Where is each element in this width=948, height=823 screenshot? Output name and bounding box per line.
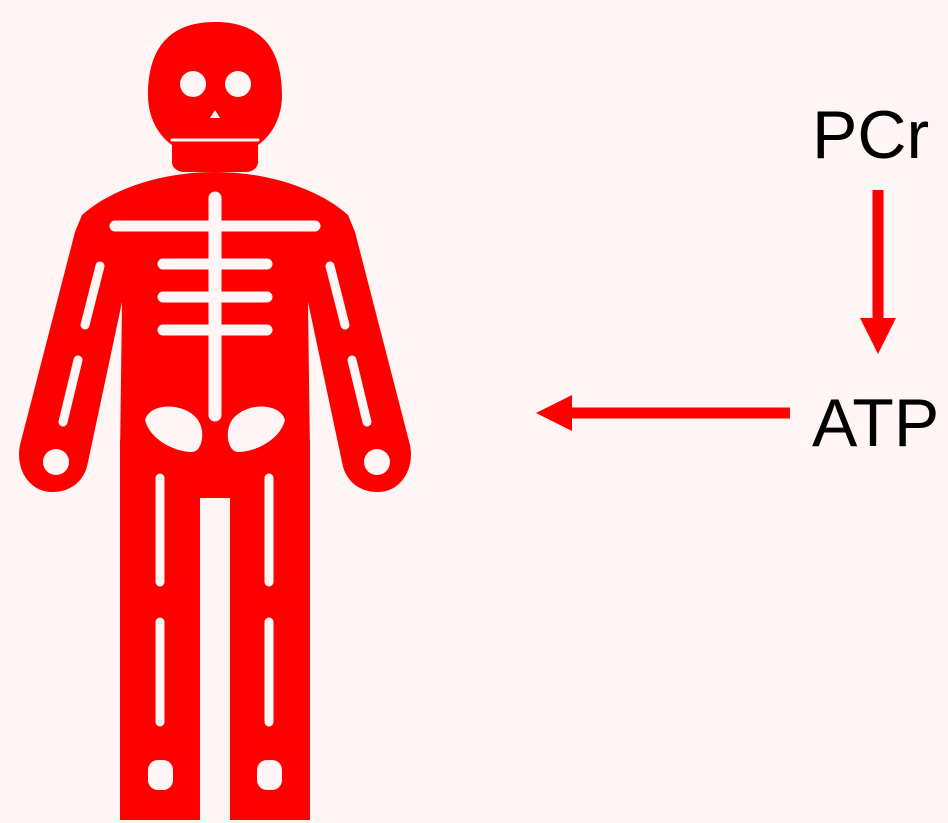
eye-right [225, 71, 251, 97]
label-atp: ATP [812, 385, 939, 461]
foot-right [257, 760, 282, 790]
eye-left [180, 71, 206, 97]
hand-right [364, 449, 390, 475]
foot-left [148, 760, 173, 790]
hand-left [43, 449, 69, 475]
label-pcr: PCr [812, 97, 929, 173]
